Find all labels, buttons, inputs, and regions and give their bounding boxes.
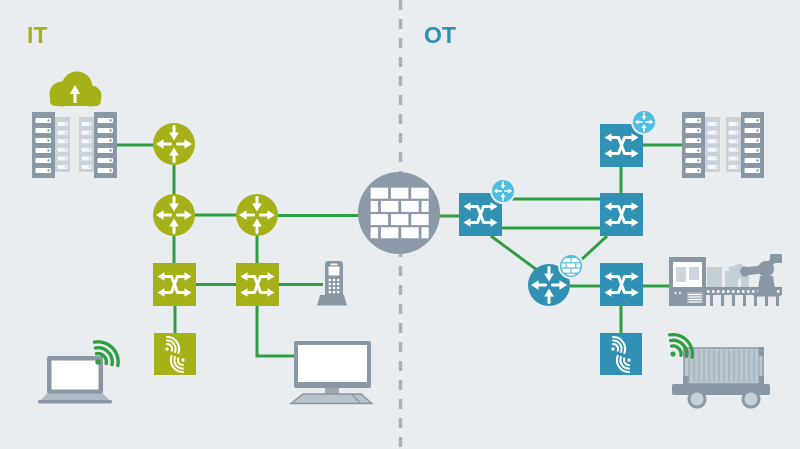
link-switch2-monitor [255, 306, 296, 358]
router-icon-it-1 [153, 123, 195, 165]
ip-phone-icon [317, 261, 347, 306]
router-icon-ot [528, 254, 583, 306]
laptop-icon [38, 356, 112, 404]
routing-badge-icon [632, 110, 656, 134]
switch-icon-ot-4 [600, 263, 643, 306]
switch-icon-ot-1 [459, 179, 515, 236]
router-icon-it-3 [236, 194, 278, 236]
it-zone [32, 71, 375, 405]
ot-zone [459, 110, 782, 409]
wireless-ap-icon-ot [600, 332, 642, 377]
firewall-badge-icon [559, 254, 583, 278]
link-otswitch3-otrouter [578, 234, 609, 263]
cloud-icon [49, 71, 102, 107]
switch-icon-it-1 [153, 263, 196, 306]
network-links [117, 143, 683, 358]
link-otswitch1-otrouter [490, 234, 538, 272]
routing-badge-icon [491, 179, 515, 203]
switch-icon-it-2 [236, 263, 279, 306]
monitor-icon [288, 341, 375, 405]
server-rack-icon-ot [682, 112, 764, 178]
wireless-ap-icon-it [154, 332, 196, 377]
ot-zone-label: OT [424, 22, 456, 48]
server-rack-icon [32, 112, 117, 178]
router-icon-it-2 [153, 194, 195, 236]
switch-icon-ot-2 [600, 110, 656, 167]
it-zone-label: IT [27, 22, 47, 48]
industrial-machine-icon [669, 254, 782, 306]
switch-icon-ot-3 [600, 193, 643, 236]
agv-icon [672, 347, 770, 409]
robot-arm-icon [728, 254, 782, 297]
firewall-icon [358, 172, 440, 254]
